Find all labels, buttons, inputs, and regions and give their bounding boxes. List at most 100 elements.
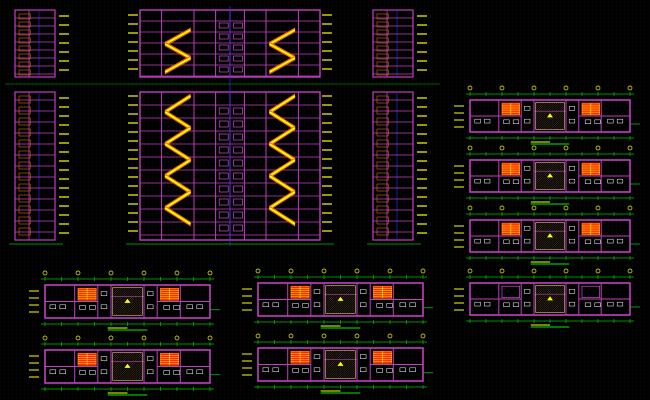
- axis-bubble: [42, 335, 48, 341]
- atrium-hatch: [112, 287, 135, 310]
- axis-bubble: [467, 268, 473, 274]
- atrium-hatch: [554, 119, 565, 130]
- axis-bubble: [467, 85, 473, 91]
- furniture-block: [474, 238, 481, 244]
- stair-tread: [269, 57, 296, 73]
- furniture-block: [568, 226, 576, 231]
- atrium-hatch: [128, 301, 143, 316]
- furniture-block: [584, 239, 592, 244]
- furniture-block: [594, 302, 601, 307]
- furniture-block: [196, 304, 203, 310]
- furniture-block: [568, 166, 576, 171]
- window-frame: [376, 61, 389, 68]
- window-frame: [376, 37, 389, 44]
- stair-tread: [164, 159, 191, 177]
- window-frame: [18, 161, 31, 170]
- furniture-block: [512, 179, 520, 184]
- axis-bubble: [354, 268, 360, 274]
- furniture-block: [568, 238, 576, 244]
- atrium-hatch: [535, 102, 558, 125]
- stair-flight-group: [164, 27, 191, 75]
- furniture-block: [272, 367, 279, 373]
- window-frame: [376, 172, 389, 181]
- axis-bubble: [420, 333, 426, 339]
- section-frame-upper: [14, 9, 56, 78]
- window-frame: [18, 61, 31, 68]
- window: [218, 133, 229, 141]
- atrium-hatch: [346, 304, 356, 314]
- furniture-block: [163, 370, 170, 375]
- furniture-block: [100, 369, 108, 375]
- window: [233, 198, 243, 206]
- floor-plans: [29, 85, 640, 396]
- atrium-hatch: [137, 375, 143, 381]
- atrium-hatch: [559, 124, 565, 130]
- plan-b2: [242, 268, 433, 329]
- atrium-hatch: [535, 102, 556, 123]
- atrium-hatch: [535, 222, 558, 245]
- atrium-hatch: [119, 357, 143, 381]
- furniture-block: [89, 305, 96, 310]
- stair-tread: [269, 43, 296, 59]
- atrium-hatch: [325, 285, 333, 293]
- atrium-hatch: [130, 303, 143, 316]
- atrium-hatch: [535, 162, 543, 170]
- window: [218, 44, 229, 51]
- atrium-hatch: [325, 350, 339, 365]
- atrium-hatch: [112, 352, 135, 375]
- furniture-block: [474, 178, 481, 184]
- window-frame: [376, 95, 389, 104]
- furniture-block: [524, 118, 531, 124]
- atrium-hatch: [550, 115, 565, 130]
- atrium-hatch: [126, 364, 143, 381]
- window-frame: [18, 216, 31, 225]
- atrium-hatch: [535, 285, 554, 304]
- furniture-block: [474, 301, 481, 307]
- window: [218, 185, 229, 193]
- window-frame: [376, 139, 389, 148]
- furniture-block: [100, 291, 108, 296]
- furniture-block: [186, 369, 193, 375]
- furniture-block: [376, 303, 383, 308]
- axis-bubble: [595, 85, 601, 91]
- stair-tread: [269, 127, 296, 145]
- atrium-hatch: [112, 352, 131, 371]
- furniture-block: [360, 289, 367, 294]
- window-frame: [18, 172, 31, 181]
- atrium-hatch: [552, 300, 565, 313]
- window-frame: [376, 21, 389, 28]
- furniture-block: [186, 304, 193, 310]
- stair-tread: [164, 57, 191, 73]
- axis-bubble: [141, 335, 147, 341]
- furniture-block: [616, 301, 624, 307]
- furniture-block: [376, 368, 383, 373]
- window-frame: [18, 117, 31, 126]
- atrium-hatch: [535, 162, 549, 177]
- atrium-hatch: [325, 285, 348, 308]
- atrium-hatch: [552, 237, 565, 250]
- stair-tread: [269, 175, 296, 193]
- furniture-block: [503, 302, 510, 307]
- window: [233, 185, 243, 193]
- atrium-hatch: [545, 293, 565, 313]
- stair-flight-group: [164, 93, 191, 227]
- atrium-hatch: [535, 162, 554, 181]
- furniture-block: [313, 367, 321, 373]
- atrium-hatch: [539, 287, 565, 313]
- axis-bubble: [207, 335, 213, 341]
- window-frame: [376, 29, 389, 36]
- stair-tread: [164, 111, 191, 129]
- atrium-hatch: [535, 222, 547, 234]
- atrium-hatch: [325, 285, 346, 306]
- atrium-hatch: [325, 285, 344, 304]
- atrium-hatch: [325, 350, 353, 378]
- furniture-block: [484, 118, 491, 124]
- window: [233, 211, 243, 219]
- atrium-hatch: [535, 102, 552, 119]
- atrium-hatch: [341, 364, 356, 379]
- atrium-hatch: [554, 302, 565, 313]
- furniture-block: [584, 119, 592, 124]
- atrium-hatch: [112, 352, 129, 369]
- atrium-emblem: [337, 296, 344, 301]
- furniture-block: [59, 369, 66, 375]
